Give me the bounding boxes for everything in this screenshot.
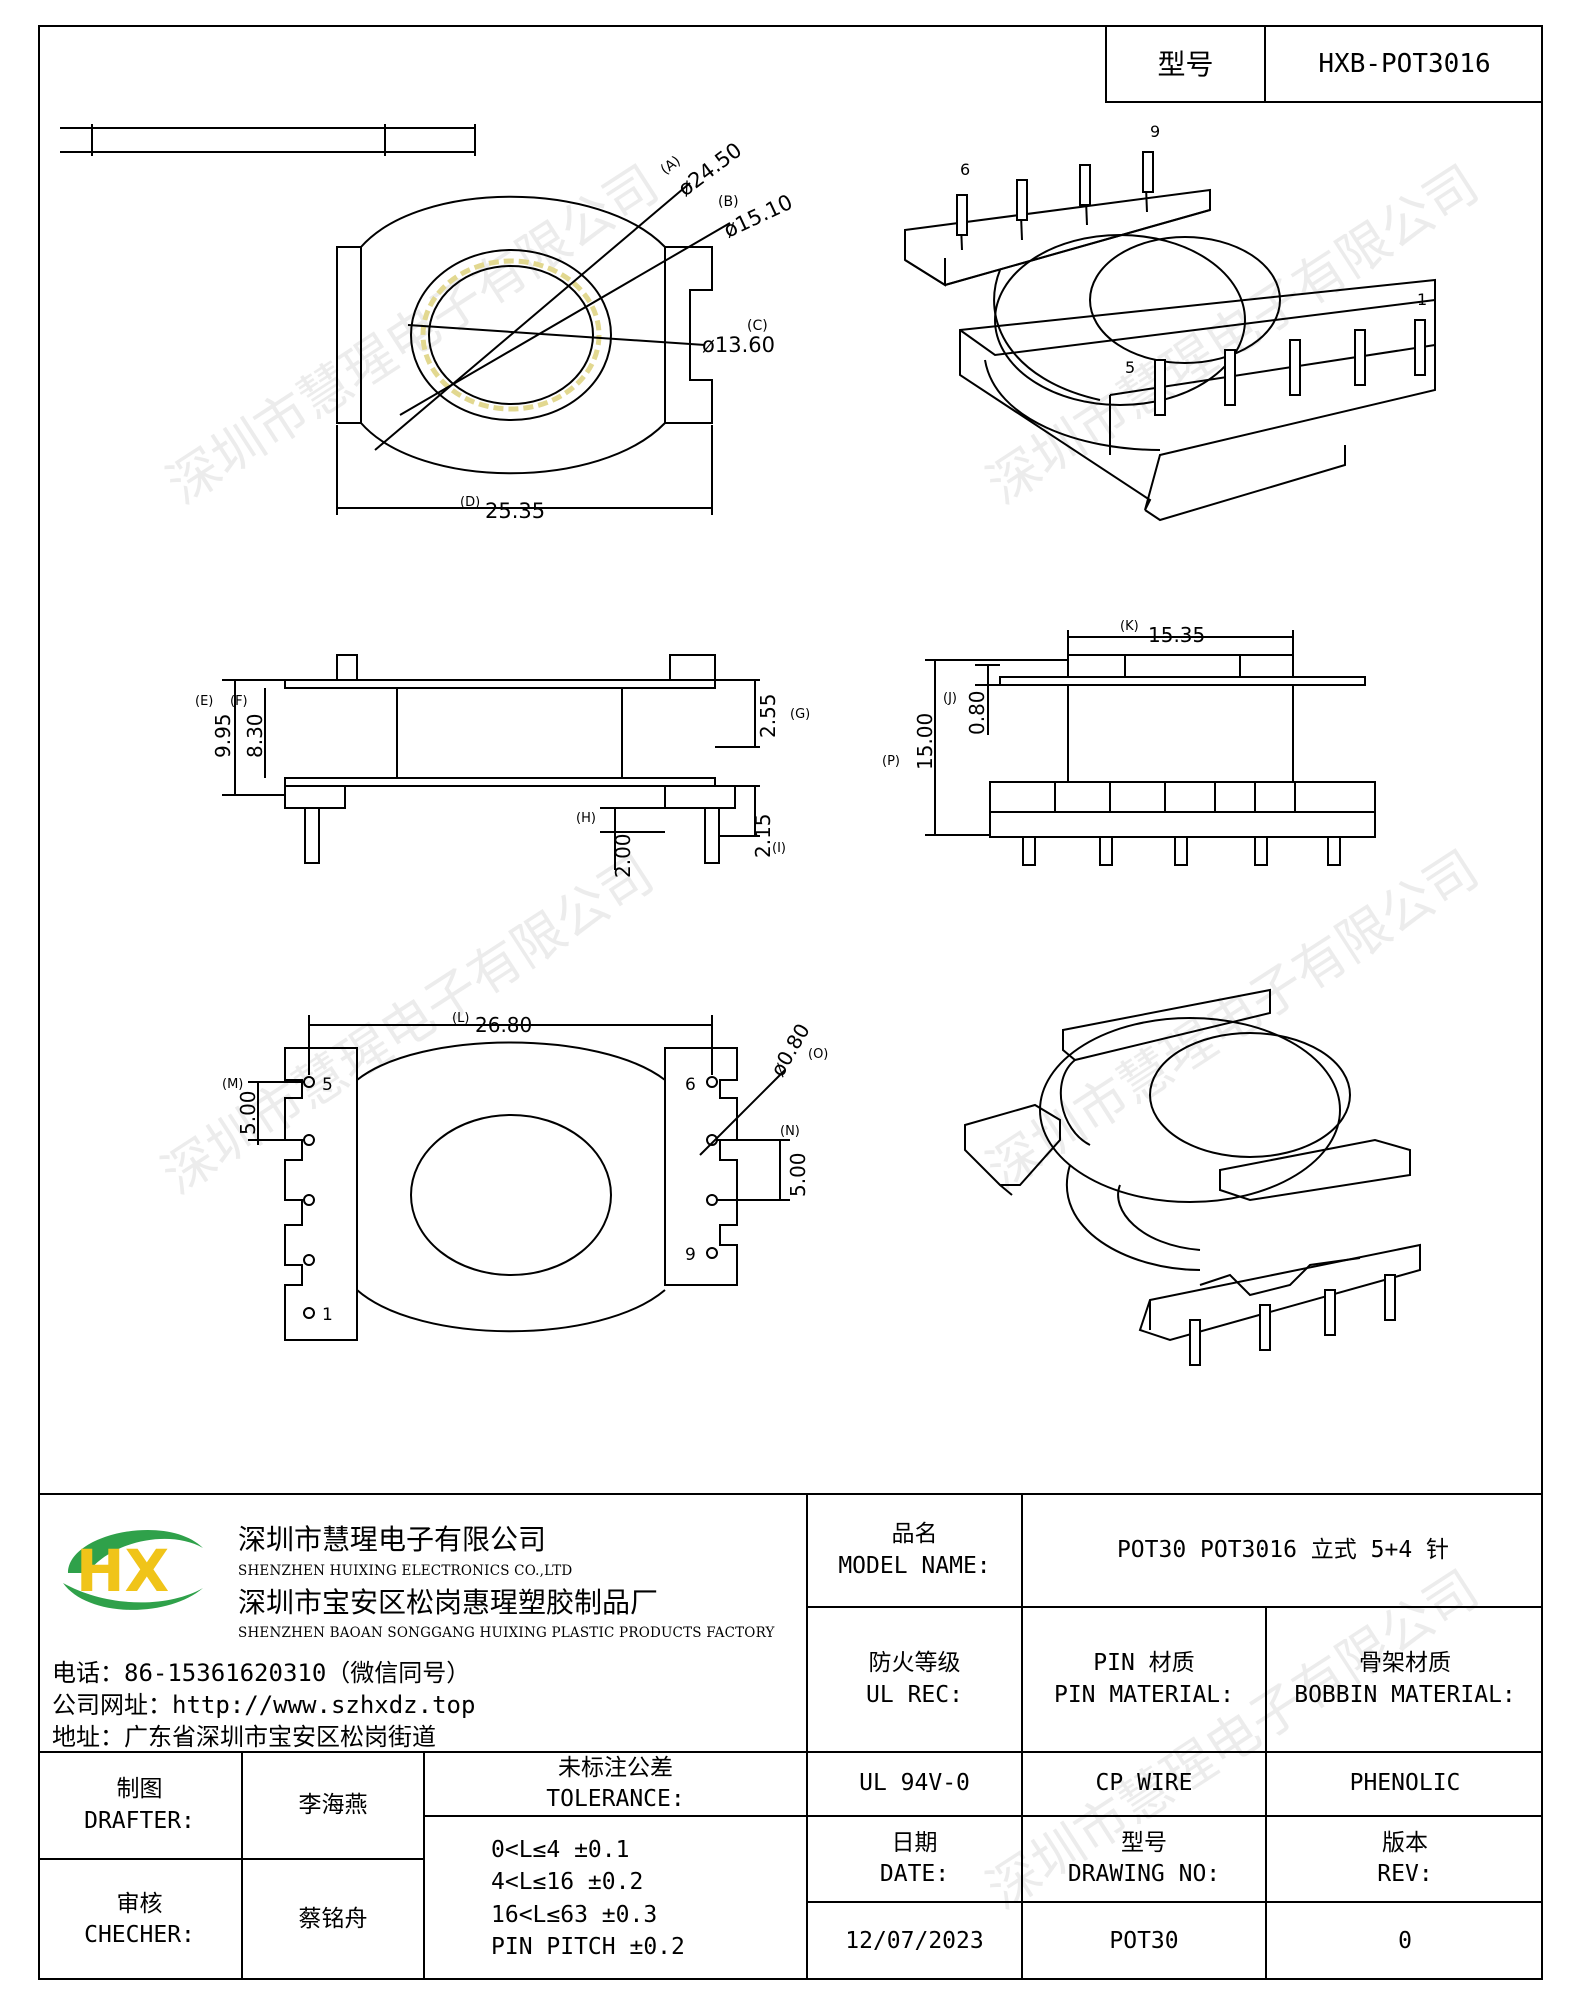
technical-drawing: (A) ø24.50 (B) ø15.10 (C) ø13.60 (D) 25.… [60,122,1436,1366]
rev-en: REV: [1377,1861,1433,1887]
checker-en: CHECHER: [84,1922,195,1948]
dim-a-value: ø24.50 [674,138,747,201]
checker-value: 蔡铭舟 [298,1906,368,1933]
iso-pin-label: 6 [960,160,970,179]
date-cn: 日期 [891,1829,938,1856]
dim-p-value: 15.00 [913,713,937,770]
bobbin-material-en: BOBBIN MATERIAL: [1294,1681,1516,1708]
date-value: 12/07/2023 [845,1927,984,1954]
fire-rating-cn: 防火等级 [868,1650,961,1677]
model-label: 型号 [1157,48,1214,82]
pin-material-en: PIN MATERIAL: [1053,1681,1234,1708]
company-phone: 电话：86-15361620310（微信同号） [52,1659,471,1687]
tolerance-cn: 未标注公差 [558,1754,673,1781]
tolerance-row: 16<L≤63 ±0.3 [491,1901,658,1928]
dim-d-label: (D) [460,495,480,510]
fire-rating-value: UL 94V-0 [859,1770,970,1797]
logo-text: HX [76,1537,169,1605]
dim-m-value: 5.00 [236,1090,260,1135]
factory-name-cn: 深圳市宝安区松岗惠瑆塑胶制品厂 [238,1586,659,1619]
dim-c-label: (C) [747,318,768,334]
tolerance-en: TOLERANCE: [546,1786,685,1812]
dim-p-label: (P) [882,754,900,769]
dim-l-label: (L) [452,1011,469,1026]
rev-cn: 版本 [1382,1829,1428,1856]
dim-f-value: 8.30 [243,713,267,758]
dim-n-value: 5.00 [786,1152,810,1197]
pin-material-cn: PIN 材质 [1093,1650,1195,1677]
dim-n-label: (N) [780,1124,800,1139]
fire-rating-en: UL REC: [866,1681,963,1708]
drawing-no-value: POT30 [1109,1927,1179,1954]
bottom-pin-label: 5 [322,1075,333,1095]
factory-name-en: SHENZHEN BAOAN SONGGANG HUIXING PLASTIC … [238,1625,775,1641]
drawing-no-en: DRAWING NO: [1067,1861,1221,1887]
dim-l-value: 26.80 [475,1013,532,1037]
dim-e-value: 9.95 [211,713,235,758]
dim-h-label: (H) [576,811,596,826]
dim-f-label: (F) [230,694,248,709]
company-website: 公司网址：http://www.szhxdz.top [52,1691,476,1719]
side-view [925,630,1376,866]
dim-g-label: (G) [790,707,810,722]
bobbin-material-cn: 骨架材质 [1359,1650,1451,1677]
dim-o-label: (O) [808,1047,828,1062]
model-name-value: POT30 POT3016 立式 5+4 针 [1116,1536,1450,1563]
top-view [336,182,731,515]
tolerance-row: 0<L≤4 ±0.1 [491,1837,630,1864]
isometric-top-view [904,151,1436,522]
dim-k-value: 15.35 [1148,623,1205,647]
tolerance-row: 4<L≤16 ±0.2 [491,1869,644,1896]
iso-pin-label: 5 [1125,358,1135,377]
dim-b-label: (B) [718,194,739,210]
dim-m-label: (M) [222,1077,243,1092]
bottom-pin-label: 1 [322,1305,333,1325]
dim-e-label: (E) [195,694,213,709]
front-view [222,654,760,870]
dim-g-value: 2.55 [756,693,780,738]
dim-i-value: 2.15 [751,813,775,858]
company-logo: HX [48,1513,213,1618]
dim-i-label: (I) [772,841,786,856]
iso-pin-label: 9 [1150,122,1160,141]
bottom-view [248,1015,790,1341]
dim-a-label: (A) [658,153,684,178]
dim-h-value: 2.00 [611,833,635,878]
bottom-pin-label: 9 [685,1245,696,1265]
dim-j-value: 0.80 [965,690,989,735]
header-model-box: 型号 HXB-POT3016 [1105,25,1543,103]
checker-cn: 审核 [116,1890,163,1917]
tolerance-row: PIN PITCH ±0.2 [491,1933,685,1960]
title-block: HX 深圳市慧瑆电子有限公司 SHENZHEN HUIXING ELECTRON… [38,1493,1543,1980]
dim-c-value: ø13.60 [702,333,775,357]
company-name-cn: 深圳市慧瑆电子有限公司 [238,1523,547,1556]
drafter-cn: 制图 [116,1776,163,1803]
bottom-pin-label: 6 [685,1075,696,1095]
bobbin-material-value: PHENOLIC [1349,1770,1461,1797]
isometric-bottom-view [964,988,1421,1366]
company-address: 地址：广东省深圳市宝安区松岗街道 [52,1723,436,1751]
reference-strip [60,124,476,156]
dim-k-label: (K) [1120,619,1139,634]
rev-value: 0 [1398,1927,1412,1954]
model-value: HXB-POT3016 [1318,49,1491,80]
company-name-en: SHENZHEN HUIXING ELECTRONICS CO.,LTD [238,1563,573,1579]
iso-pin-label: 1 [1417,290,1427,309]
drafter-en: DRAFTER: [84,1807,195,1834]
dim-d-value: 25.35 [485,499,545,523]
model-name-cn: 品名 [891,1521,938,1548]
drawing-frame [38,25,1543,1980]
drafter-value: 李海燕 [298,1791,368,1818]
pin-material-value: CP WIRE [1095,1770,1193,1797]
dim-j-label: (J) [943,691,957,706]
drawing-no-cn: 型号 [1121,1829,1167,1856]
model-name-en: MODEL NAME: [838,1552,991,1579]
date-en: DATE: [879,1861,950,1887]
